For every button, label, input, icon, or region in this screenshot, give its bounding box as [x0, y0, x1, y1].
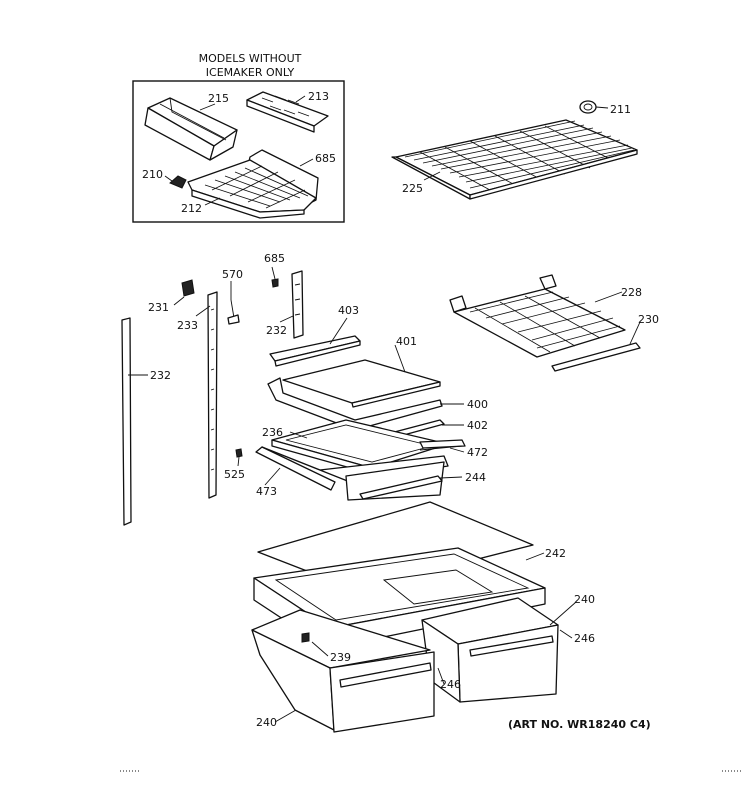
- drawer-240-left: [251, 609, 435, 733]
- label-230: 230: [638, 313, 659, 326]
- art-number: (ART NO. WR18240 C4): [508, 718, 651, 731]
- screw-525: [235, 448, 243, 458]
- rail-244: [359, 475, 443, 500]
- rail-232-upper: [291, 270, 304, 339]
- drawer-240-right: [421, 597, 559, 703]
- label-472: 472: [467, 446, 488, 459]
- pan-473: [255, 446, 449, 501]
- label-403: 403: [338, 304, 359, 317]
- rail-230: [551, 342, 641, 372]
- label-232-left: 232: [150, 369, 171, 382]
- label-210: 210: [142, 168, 163, 181]
- label-473: 473: [256, 485, 277, 498]
- ice-bin-215: [144, 97, 238, 161]
- screw-685: [271, 278, 279, 288]
- label-400: 400: [467, 398, 488, 411]
- wire-shelf-228: [449, 274, 626, 358]
- label-240-right: 240: [574, 593, 595, 606]
- label-213: 213: [308, 90, 329, 103]
- label-685: 685: [264, 252, 285, 265]
- label-525: 525: [224, 468, 245, 481]
- label-246-right: 246: [574, 632, 595, 645]
- rail-232-left: [121, 317, 132, 526]
- clip-210: [169, 175, 187, 189]
- icemaker-parts-box: [132, 80, 345, 223]
- label-239: 239: [330, 651, 351, 664]
- shelf-frame-400: [267, 377, 443, 431]
- label-246-mid: 246: [440, 678, 461, 691]
- rail-403: [269, 335, 361, 367]
- glass-shelf-401: [282, 359, 441, 408]
- rail-233: [207, 291, 218, 499]
- screw-570: [227, 299, 240, 325]
- label-244: 244: [465, 471, 486, 484]
- label-212: 212: [181, 202, 202, 215]
- label-685-box: 685: [315, 152, 336, 165]
- rail-472: [419, 439, 466, 451]
- label-232-upper: 232: [266, 324, 287, 337]
- label-240-left: 240: [256, 716, 277, 729]
- header-line-1: MODELS WITHOUT: [199, 52, 302, 65]
- label-233: 233: [177, 319, 198, 332]
- label-402: 402: [467, 419, 488, 432]
- label-228: 228: [621, 286, 642, 299]
- label-225: 225: [402, 182, 423, 195]
- knob-211: [579, 100, 597, 114]
- label-401: 401: [396, 335, 417, 348]
- ice-tray-213: [246, 91, 329, 133]
- header-line-2: ICEMAKER ONLY: [206, 66, 295, 79]
- wire-shelf-225: [391, 119, 638, 200]
- label-215: 215: [208, 92, 229, 105]
- label-242: 242: [545, 547, 566, 560]
- label-231: 231: [148, 301, 169, 314]
- label-570: 570: [222, 268, 243, 281]
- label-236: 236: [262, 426, 283, 439]
- bracket-231: [181, 279, 195, 297]
- ice-bucket-tray-212: [187, 149, 319, 219]
- label-211: 211: [610, 103, 631, 116]
- leader-lines: [128, 95, 641, 723]
